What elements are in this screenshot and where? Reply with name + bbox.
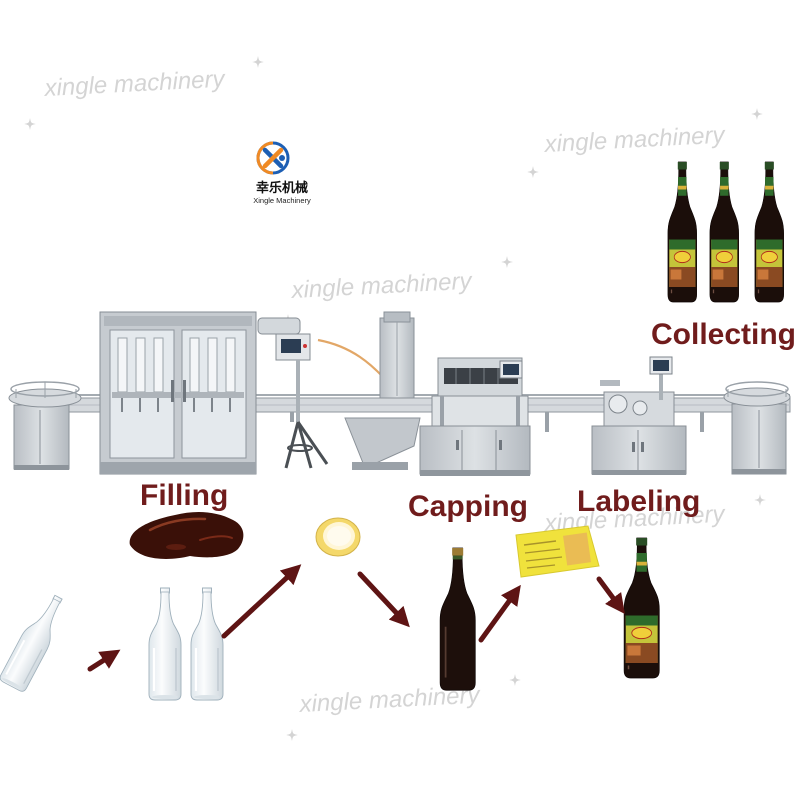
control-screen — [503, 364, 519, 375]
bottle-unscrambler-turntable — [8, 381, 82, 470]
piston-pump-unit — [257, 317, 329, 469]
arrow-icon — [357, 571, 410, 628]
cap-elevator — [344, 311, 421, 470]
labeling-machine — [591, 356, 687, 475]
stage-label-capping: Capping — [408, 490, 528, 523]
production-line — [8, 311, 791, 476]
stage-label-filling: Filling — [140, 479, 228, 512]
collected-bottles — [668, 162, 784, 302]
logo-name-en: Xingle Machinery — [253, 196, 311, 205]
xingle-logo-icon — [256, 141, 290, 175]
stage-label-labeling: Labeling — [577, 485, 700, 518]
company-logo: 幸乐机械 Xingle Machinery — [253, 141, 311, 205]
arrow-icon — [596, 576, 625, 615]
label-sticker — [515, 525, 600, 578]
arrow-icon — [221, 564, 302, 639]
stage-labels: Collecting Filling Capping Labeling — [140, 318, 796, 523]
logo-name-cn: 幸乐机械 — [256, 180, 308, 196]
stage-label-collecting: Collecting — [651, 318, 796, 351]
arrow-icon — [478, 584, 521, 643]
control-screen — [653, 360, 669, 371]
arrow-icon — [87, 649, 121, 672]
process-illustrations — [0, 512, 659, 700]
collecting-turntable — [723, 381, 791, 475]
control-screen — [281, 339, 301, 353]
flow-arrows — [87, 564, 625, 672]
bottle-cap — [315, 517, 361, 557]
filling-machine — [99, 311, 257, 475]
capping-machine — [419, 357, 531, 476]
sauce-blob — [129, 512, 244, 559]
